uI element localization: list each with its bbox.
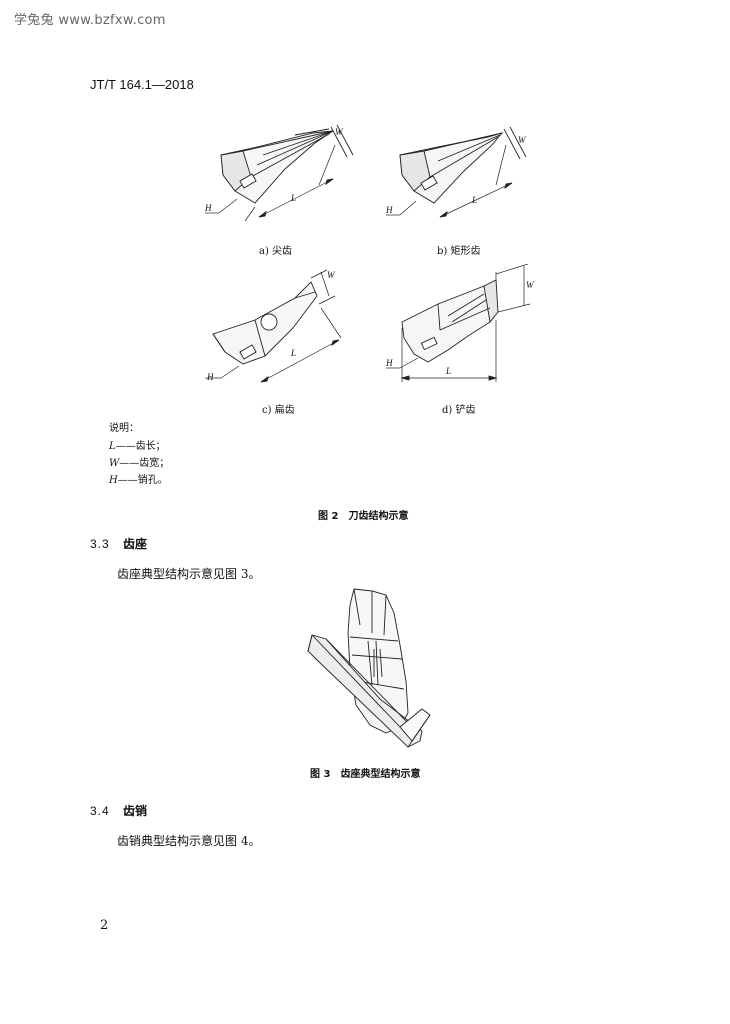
dim-label-w-c: W [327,270,336,280]
page-number: 2 [100,918,109,933]
legend-text: ——齿宽； [119,458,170,469]
legend-text: ——销孔。 [117,475,168,486]
figure-2a-caption: a) 尖齿 [259,246,293,257]
section-title: 齿销 [123,804,148,818]
dim-label-w-b: W [518,135,527,145]
dim-label-l-c: L [290,348,296,358]
legend-item: L——齿长； [109,442,166,452]
figure-2c-flat-tooth: W L H [195,268,355,393]
legend-symbol: W [109,458,120,469]
section-3-3-paragraph: 齿座典型结构示意见图 3。 [117,567,261,581]
watermark-text: 学兔兔 www.bzfxw.com [14,13,166,28]
dim-label-w-a: W [335,127,344,137]
dim-label-l-d: L [445,366,451,376]
dim-label-l-b: L [471,195,477,205]
section-3-4-paragraph: 齿销典型结构示意见图 4。 [117,834,261,848]
dim-label-l-a: L [290,193,296,203]
figure-2b-rectangular-tooth: W L H [378,115,538,235]
figure-2b-caption: b) 矩形齿 [437,246,481,257]
dim-label-w-d: W [526,280,535,290]
figure-2a-pointed-tooth: W L H [195,115,355,235]
dim-label-h-c: H [206,372,214,382]
section-3-4-heading: 3.4 齿销 [90,802,147,819]
dim-label-h-b: H [385,205,393,215]
figure-2-legend-title: 说明： [109,423,139,434]
section-3-3-heading: 3.3 齿座 [90,535,147,552]
section-title: 齿座 [123,537,148,551]
figure-3-title: 图 3 齿座典型结构示意 [310,769,421,780]
dim-label-h-d: H [385,358,393,368]
dim-label-h-a: H [204,203,212,213]
legend-item: W——齿宽； [109,459,169,469]
figure-2d-shovel-tooth: W L H [378,264,538,389]
figure-2d-caption: d) 铲齿 [442,405,476,416]
section-number: 3.3 [90,537,110,551]
legend-symbol: H [109,475,118,486]
document-number: JT/T 164.1—2018 [90,77,194,92]
legend-text: ——齿长； [115,441,166,452]
legend-symbol: L [109,441,116,452]
legend-item: H——销孔。 [109,476,168,486]
figure-2-title: 图 2 刀齿结构示意 [318,511,409,522]
figure-3-tooth-holder [296,585,436,755]
section-number: 3.4 [90,804,110,818]
figure-2c-caption: c) 扁齿 [262,405,295,416]
